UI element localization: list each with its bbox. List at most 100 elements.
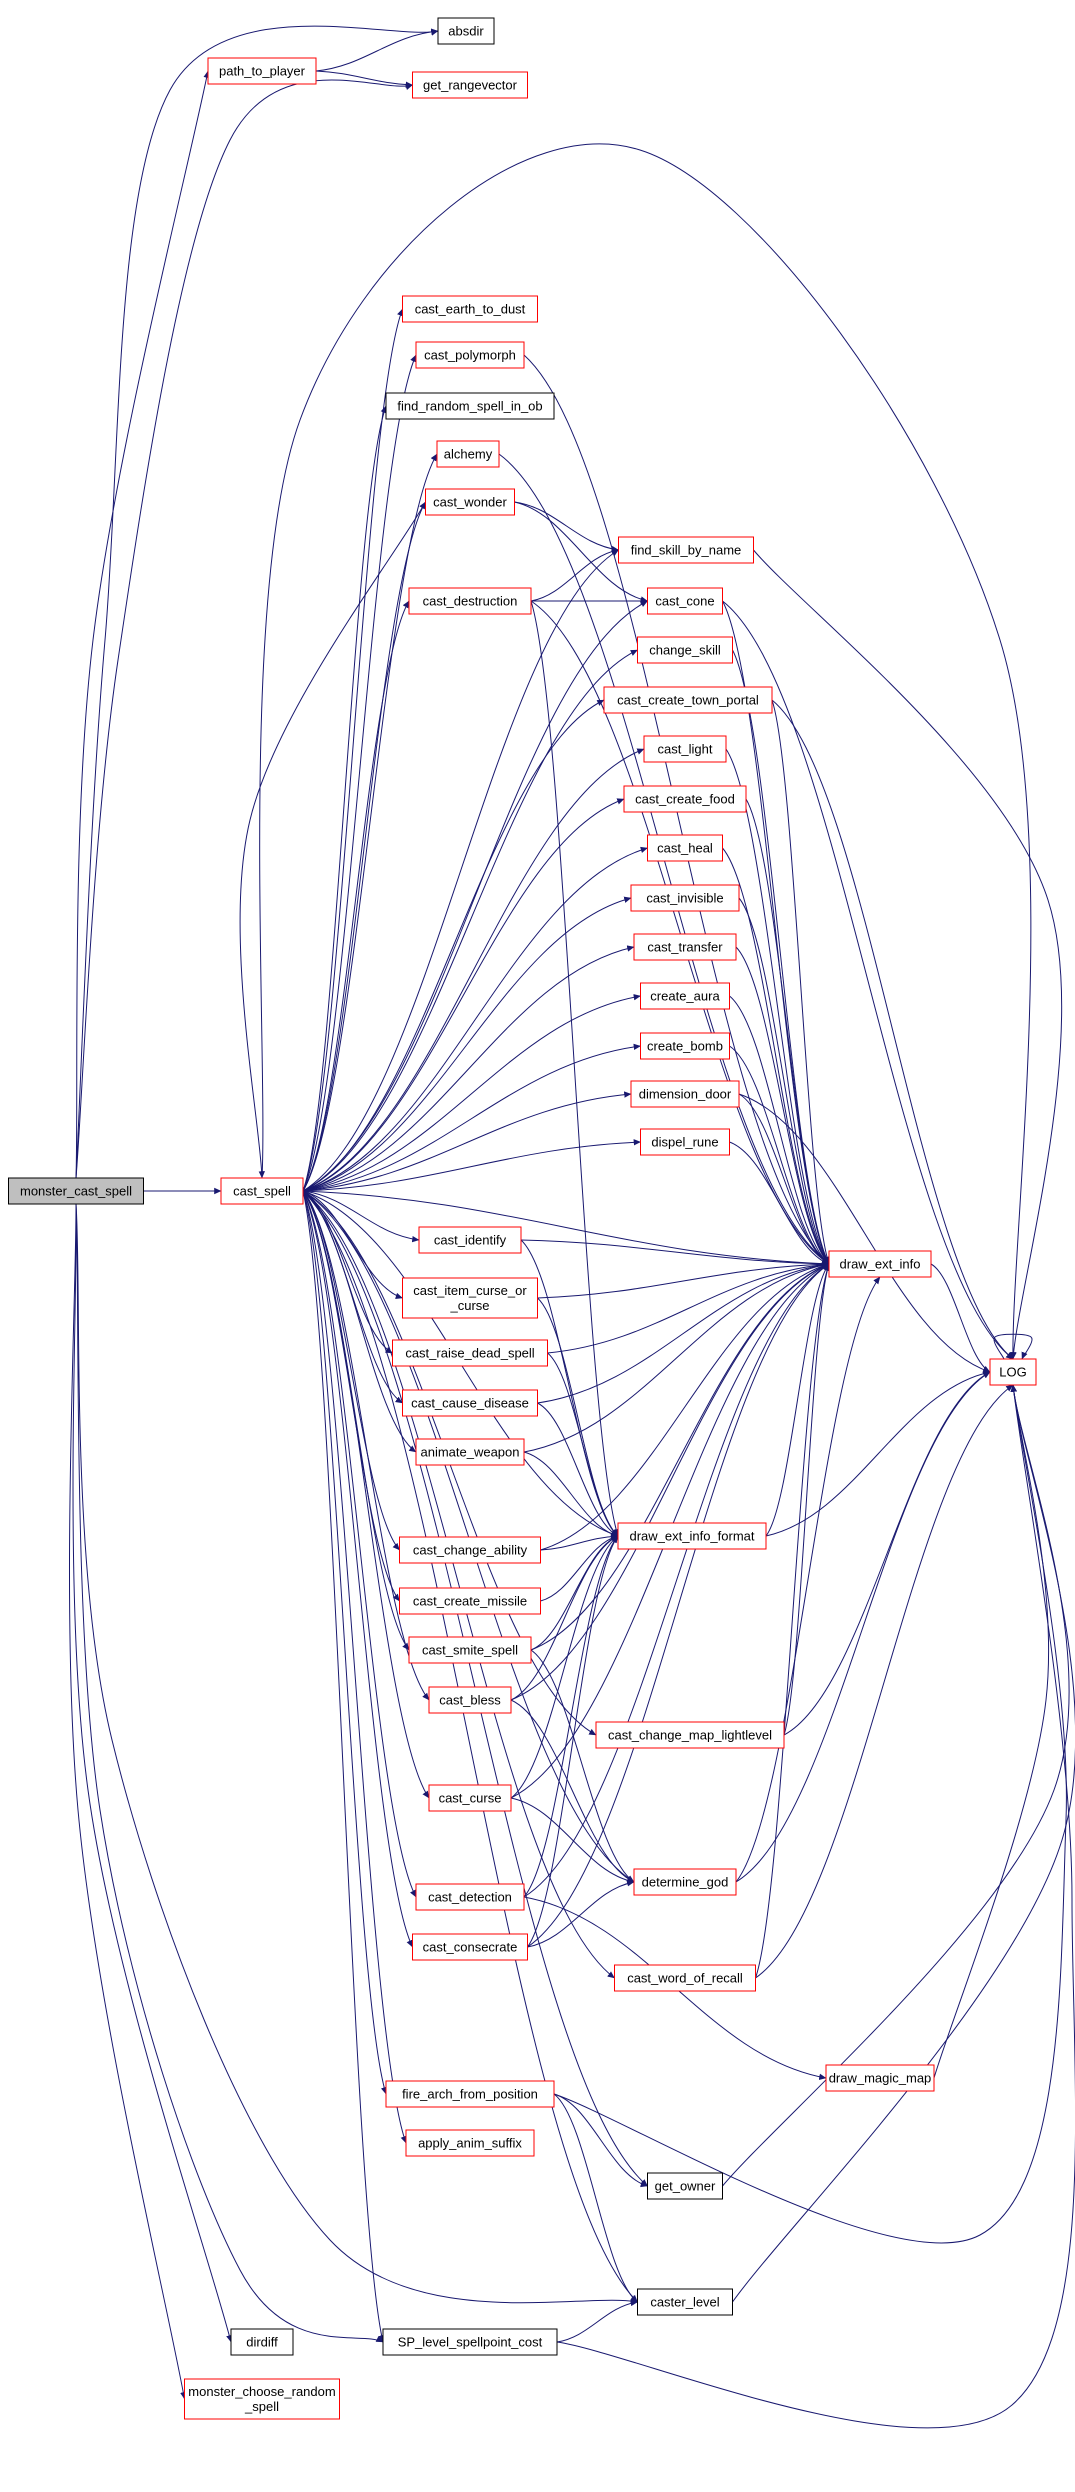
node-cast_create_town_portal[interactable]: cast_create_town_portal: [603, 686, 773, 714]
node-create_aura[interactable]: create_aura: [640, 982, 730, 1010]
node-cast_create_food[interactable]: cast_create_food: [623, 785, 747, 813]
edge-draw_ext_info-LOG: [930, 1263, 991, 1373]
node-box-animate_weapon: [415, 1438, 525, 1466]
node-cast_curse[interactable]: cast_curse: [428, 1784, 512, 1812]
node-draw_magic_map[interactable]: draw_magic_map: [825, 2064, 935, 2092]
node-box-cast_create_town_portal: [603, 686, 773, 714]
nodes-layer: absdir path_to_player get_rangevector cast_…: [8, 17, 1037, 2420]
node-label-draw_ext_info: draw_ext_info: [840, 1257, 921, 1272]
node-label-monster_choose_random_spell: monster_choose_random_spell: [188, 2384, 335, 2414]
node-label-cast_change_map_lightlevel: cast_change_map_lightlevel: [608, 1728, 772, 1743]
node-label-cast_heal: cast_heal: [657, 841, 713, 856]
node-box-draw_magic_map: [825, 2064, 935, 2092]
edge-cast_create_town_portal-draw_ext_info: [771, 699, 830, 1265]
node-cast_detection[interactable]: cast_detection: [415, 1883, 525, 1911]
node-label-find_random_spell_in_ob: find_random_spell_in_ob: [397, 399, 542, 414]
node-cast_consecrate[interactable]: cast_consecrate: [412, 1933, 528, 1961]
node-caster_level[interactable]: caster_level: [637, 2288, 733, 2316]
node-cast_polymorph[interactable]: cast_polymorph: [415, 341, 525, 369]
node-box-create_bomb: [640, 1032, 730, 1060]
node-label-SP_level_spellpoint_cost: SP_level_spellpoint_cost: [398, 2335, 543, 2350]
node-apply_anim_suffix[interactable]: apply_anim_suffix: [405, 2129, 535, 2157]
node-change_skill[interactable]: change_skill: [637, 636, 733, 664]
node-monster_cast_spell[interactable]: monster_cast_spell: [8, 1177, 144, 1205]
node-cast_cone[interactable]: cast_cone: [647, 587, 723, 615]
edge-create_bomb-draw_ext_info: [729, 1045, 830, 1265]
node-SP_level_spellpoint_cost[interactable]: SP_level_spellpoint_cost: [382, 2328, 558, 2356]
edge-cast_spell-cast_bless: [302, 1190, 430, 1701]
edge-caster_level-LOG: [732, 1384, 1075, 2303]
node-cast_transfer[interactable]: cast_transfer: [633, 933, 737, 961]
node-determine_god[interactable]: determine_god: [633, 1868, 737, 1896]
node-cast_item_curse_or_curse[interactable]: cast_item_curse_or_curse: [402, 1277, 538, 1319]
node-LOG[interactable]: LOG: [989, 1358, 1037, 1386]
edge-cast_create_food-draw_ext_info: [745, 798, 830, 1265]
node-dispel_rune[interactable]: dispel_rune: [640, 1128, 730, 1156]
node-cast_light[interactable]: cast_light: [643, 735, 727, 763]
edge-cast_spell-fire_arch_from_position: [302, 1190, 388, 2095]
edge-cast_spell-cast_item_curse_or_curse: [302, 1190, 403, 1299]
node-label-path_to_player: path_to_player: [219, 64, 306, 79]
node-dirdiff[interactable]: dirdiff: [230, 2328, 294, 2356]
edge-cast_bless-draw_ext_info_format: [510, 1535, 619, 1701]
node-absdir[interactable]: absdir: [437, 17, 495, 45]
node-cast_create_missile[interactable]: cast_create_missile: [399, 1587, 541, 1615]
node-box-cast_wonder: [425, 488, 515, 516]
node-box-cast_spell: [220, 1177, 304, 1205]
node-cast_identify[interactable]: cast_identify: [418, 1226, 522, 1254]
node-create_bomb[interactable]: create_bomb: [640, 1032, 730, 1060]
edge-draw_ext_info_format-draw_ext_info: [765, 1263, 830, 1537]
node-label-create_aura: create_aura: [650, 989, 720, 1004]
edge-determine_god-draw_ext_info: [735, 1276, 881, 1883]
node-label-determine_god: determine_god: [642, 1875, 729, 1890]
edge-monster_cast_spell-dirdiff: [72, 1203, 233, 2343]
node-label-cast_earth_to_dust: cast_earth_to_dust: [415, 302, 526, 317]
node-cast_earth_to_dust[interactable]: cast_earth_to_dust: [402, 295, 538, 323]
node-get_rangevector[interactable]: get_rangevector: [412, 71, 528, 99]
node-box-change_skill: [637, 636, 733, 664]
node-path_to_player[interactable]: path_to_player: [207, 57, 317, 85]
edge-cast_destruction-draw_ext_info_format: [530, 600, 620, 1537]
node-label-cast_cone: cast_cone: [655, 594, 714, 609]
node-cast_invisible[interactable]: cast_invisible: [630, 884, 740, 912]
node-cast_cause_disease[interactable]: cast_cause_disease: [402, 1389, 538, 1417]
node-cast_wonder[interactable]: cast_wonder: [425, 488, 515, 516]
edge-cast_spell-create_aura: [302, 994, 641, 1192]
node-dimension_door[interactable]: dimension_door: [630, 1080, 740, 1108]
node-cast_change_ability[interactable]: cast_change_ability: [399, 1536, 541, 1564]
node-box-LOG: [989, 1358, 1037, 1386]
edge-cast_identify-draw_ext_info: [520, 1239, 830, 1268]
node-label-draw_ext_info_format: draw_ext_info_format: [629, 1529, 754, 1544]
edge-monster_cast_spell-caster_level: [75, 1203, 638, 2304]
node-box-get_owner: [647, 2172, 723, 2200]
node-box-determine_god: [633, 1868, 737, 1896]
node-label-cast_create_food: cast_create_food: [635, 792, 735, 807]
edge-cast_spell-dimension_door: [302, 1091, 632, 1192]
node-cast_raise_dead_spell[interactable]: cast_raise_dead_spell: [392, 1339, 548, 1367]
node-get_owner[interactable]: get_owner: [647, 2172, 723, 2200]
node-draw_ext_info_format[interactable]: draw_ext_info_format: [617, 1522, 767, 1550]
node-fire_arch_from_position[interactable]: fire_arch_from_position: [385, 2080, 555, 2108]
edge-cast_spell-cast_change_ability: [302, 1190, 400, 1551]
edge-cast_spell-find_skill_by_name: [302, 549, 619, 1192]
node-label-find_skill_by_name: find_skill_by_name: [631, 543, 742, 558]
node-cast_heal[interactable]: cast_heal: [647, 834, 723, 862]
node-animate_weapon[interactable]: animate_weapon: [415, 1438, 525, 1466]
node-cast_destruction[interactable]: cast_destruction: [408, 587, 532, 615]
node-find_random_spell_in_ob[interactable]: find_random_spell_in_ob: [385, 392, 555, 420]
node-cast_smite_spell[interactable]: cast_smite_spell: [408, 1636, 532, 1664]
edge-cast_spell-cast_wonder: [302, 501, 426, 1192]
node-alchemy[interactable]: alchemy: [436, 440, 500, 468]
edge-cast_bless-draw_ext_info: [510, 1263, 830, 1701]
node-cast_spell[interactable]: cast_spell: [220, 1177, 304, 1205]
node-label-cast_identify: cast_identify: [434, 1233, 507, 1248]
node-cast_bless[interactable]: cast_bless: [428, 1686, 512, 1714]
node-find_skill_by_name[interactable]: find_skill_by_name: [618, 536, 754, 564]
node-monster_choose_random_spell[interactable]: monster_choose_random_spell: [184, 2378, 340, 2420]
edge-cast_spell-apply_anim_suffix: [302, 1190, 407, 2144]
edge-cast_raise_dead_spell-draw_ext_info: [547, 1261, 830, 1354]
node-draw_ext_info[interactable]: draw_ext_info: [828, 1250, 932, 1278]
node-cast_word_of_recall[interactable]: cast_word_of_recall: [614, 1964, 756, 1992]
node-cast_change_map_lightlevel[interactable]: cast_change_map_lightlevel: [595, 1721, 785, 1749]
